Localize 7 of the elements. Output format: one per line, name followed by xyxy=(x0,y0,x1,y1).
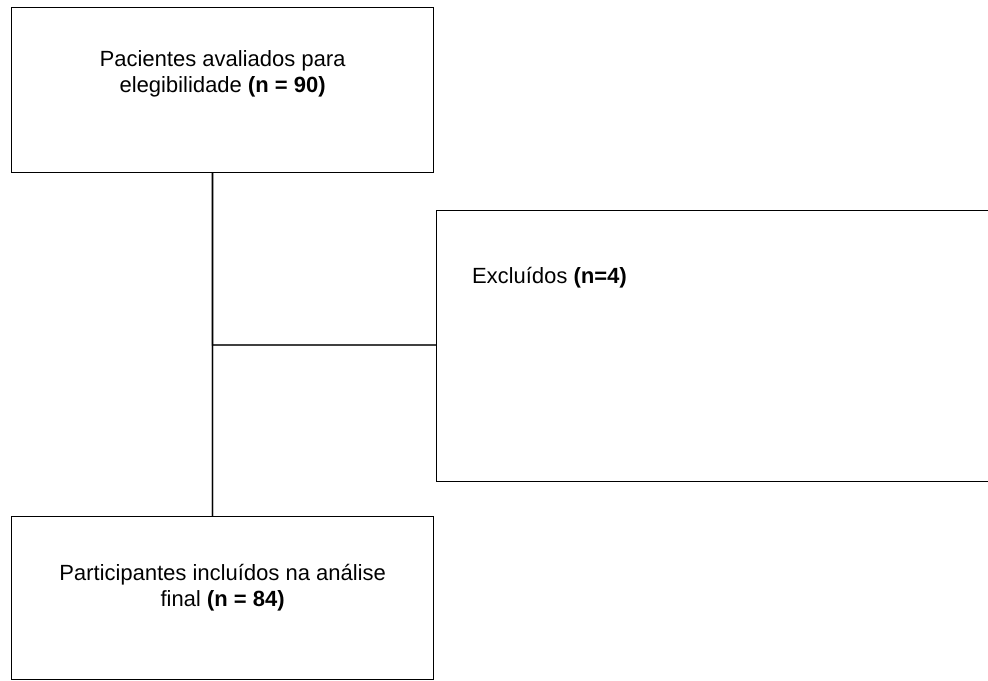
process-box xyxy=(436,210,988,482)
connector-line xyxy=(212,173,436,346)
process-box xyxy=(11,516,434,680)
box-text: Pacientes avaliados para elegibilidade (n = 90) xyxy=(98,46,346,100)
process-box xyxy=(11,7,434,173)
box-text: Participantes incluídos na análise final (n = 84) xyxy=(58,560,387,614)
box-text: Excluídos (n=4) xyxy=(472,263,627,290)
